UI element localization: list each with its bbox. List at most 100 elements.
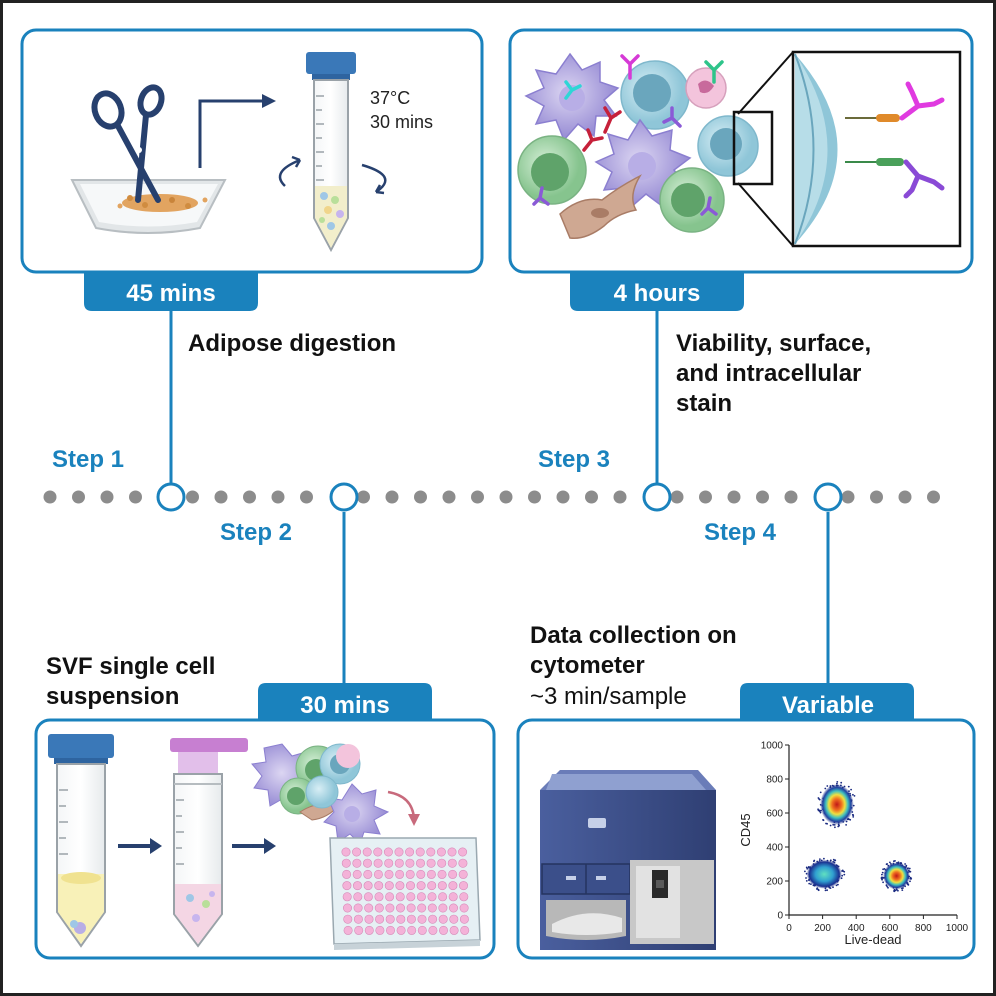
step-3-label: Step 3 xyxy=(538,446,610,473)
event-dot xyxy=(824,889,827,892)
timeline-dot xyxy=(556,490,570,504)
well xyxy=(364,914,374,924)
well xyxy=(352,847,362,857)
well xyxy=(395,869,405,879)
well xyxy=(341,858,351,868)
timeline-dot xyxy=(43,490,57,504)
well xyxy=(396,925,406,935)
well xyxy=(458,858,468,868)
x-tick-label: 1000 xyxy=(946,923,969,934)
well xyxy=(374,881,384,891)
well xyxy=(437,869,447,879)
well xyxy=(385,892,395,902)
event-dot xyxy=(806,867,809,870)
well xyxy=(353,903,363,913)
well xyxy=(342,869,352,879)
well xyxy=(384,869,394,879)
well xyxy=(373,847,383,857)
timeline-dot xyxy=(784,490,798,504)
timeline-dot xyxy=(585,490,598,504)
well xyxy=(406,903,416,913)
timeline-dot xyxy=(300,490,313,504)
step-3-title-line-2: and intracellular xyxy=(676,360,861,387)
event-dot xyxy=(901,889,904,891)
event-dot xyxy=(804,870,806,873)
timeline-dot xyxy=(214,490,228,504)
y-tick-label: 600 xyxy=(766,809,783,820)
well xyxy=(449,914,459,924)
well xyxy=(426,858,436,868)
well xyxy=(438,892,448,902)
well xyxy=(427,881,437,891)
well xyxy=(428,925,438,935)
y-tick-label: 0 xyxy=(777,911,783,922)
well xyxy=(438,925,448,935)
event-dot xyxy=(836,781,839,783)
event-dot xyxy=(893,890,896,893)
well xyxy=(407,925,417,935)
timeline-dot xyxy=(699,490,712,504)
incubation-temp: 37°C xyxy=(370,88,410,108)
event-dot xyxy=(834,859,836,862)
event-dot xyxy=(881,876,883,879)
well xyxy=(342,903,352,913)
well xyxy=(343,914,353,924)
event-dot xyxy=(826,889,828,892)
event-dot xyxy=(882,881,884,884)
timeline xyxy=(43,490,940,504)
antibody-icon xyxy=(532,54,724,216)
well xyxy=(458,869,468,879)
well xyxy=(448,903,458,913)
conical-tube-icon xyxy=(48,734,114,948)
duration-label: 4 hours xyxy=(614,280,701,307)
well xyxy=(342,881,352,891)
well xyxy=(362,847,372,857)
well xyxy=(343,925,353,935)
well xyxy=(417,914,427,924)
timeline-node-step-1 xyxy=(156,482,186,512)
event-dot xyxy=(823,857,825,860)
well xyxy=(385,914,395,924)
magnified-membrane-icon xyxy=(732,50,962,248)
event-dot xyxy=(909,880,911,883)
event-dot xyxy=(907,884,910,886)
event-dot xyxy=(816,888,818,890)
well xyxy=(417,903,427,913)
duration-label: Variable xyxy=(782,692,874,719)
population-3 xyxy=(883,862,910,890)
event-dot xyxy=(845,824,847,826)
timeline-dot xyxy=(72,490,85,504)
well xyxy=(405,881,415,891)
step-3-title-line-3: stain xyxy=(676,390,732,417)
step-2-title-line-1: SVF single cell xyxy=(46,653,215,680)
event-dot xyxy=(881,873,883,876)
timeline-dot xyxy=(357,490,370,504)
event-dot xyxy=(889,861,891,864)
well xyxy=(426,869,436,879)
event-dot xyxy=(881,878,883,881)
x-tick-label: 200 xyxy=(814,923,831,934)
well xyxy=(395,881,405,891)
event-dot xyxy=(829,824,832,827)
y-tick-label: 400 xyxy=(766,843,783,854)
timeline-dot xyxy=(613,490,627,504)
well xyxy=(458,847,468,857)
well xyxy=(374,892,384,902)
well xyxy=(426,847,436,857)
event-dot xyxy=(808,882,811,885)
well xyxy=(395,892,405,902)
x-tick-label: 0 xyxy=(786,923,792,934)
well xyxy=(384,858,394,868)
well xyxy=(364,903,374,913)
well xyxy=(427,903,437,913)
event-dot xyxy=(852,816,855,818)
step-4-title-line-2: cytometer xyxy=(530,652,645,679)
well xyxy=(353,892,363,902)
event-dot xyxy=(819,811,822,814)
duration-label: 45 mins xyxy=(126,280,215,307)
well xyxy=(416,892,426,902)
step-3-title-line-1: Viability, surface, xyxy=(676,330,871,357)
well xyxy=(352,869,362,879)
well xyxy=(436,847,446,857)
